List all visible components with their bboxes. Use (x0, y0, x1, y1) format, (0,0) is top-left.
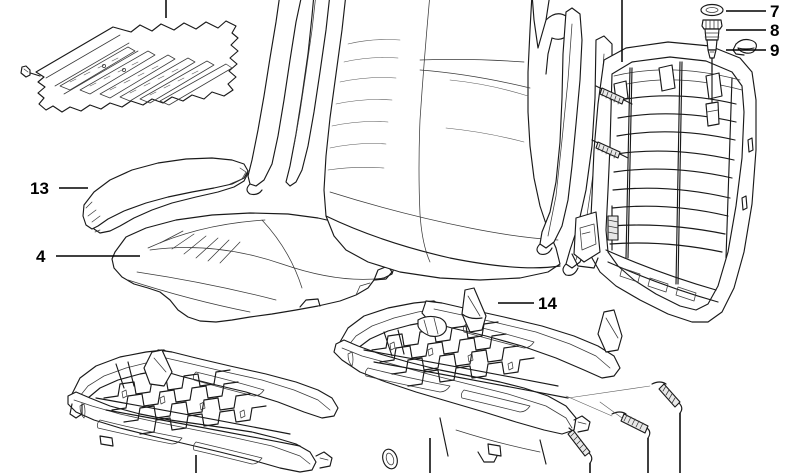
tension-spring-mid-illustration (611, 411, 651, 439)
seat-heating-pad-illustration (20, 20, 239, 113)
callout-label-7: 7 (770, 2, 780, 21)
backrest-spring-lower (607, 205, 619, 251)
callout-label-8: 8 (770, 21, 780, 40)
callout-label-9: 9 (770, 41, 780, 60)
backrest-upholstery-cover-illustration (246, 0, 572, 281)
seat-cushion-pad-illustration (111, 212, 395, 323)
tension-spring-right-illustration (651, 381, 683, 414)
backrest-frame-illustration (571, 41, 757, 323)
callout-label-14: 14 (538, 294, 557, 313)
pivot-hardware-illustration (700, 3, 757, 73)
seat-cushion-front-trim-illustration (82, 157, 249, 234)
o-ring-washer-illustration (382, 448, 398, 470)
tension-spring-left-illustration (567, 427, 593, 464)
backrest-spring-upper (595, 85, 633, 105)
seat-frame-left-illustration (67, 349, 339, 473)
callout-label-13: 13 (30, 179, 49, 198)
callout-leader-lines (56, 0, 766, 473)
seat-frame-right-illustration (333, 287, 623, 465)
callout-label-4: 4 (36, 247, 46, 266)
backrest-spring-mid (591, 139, 629, 159)
